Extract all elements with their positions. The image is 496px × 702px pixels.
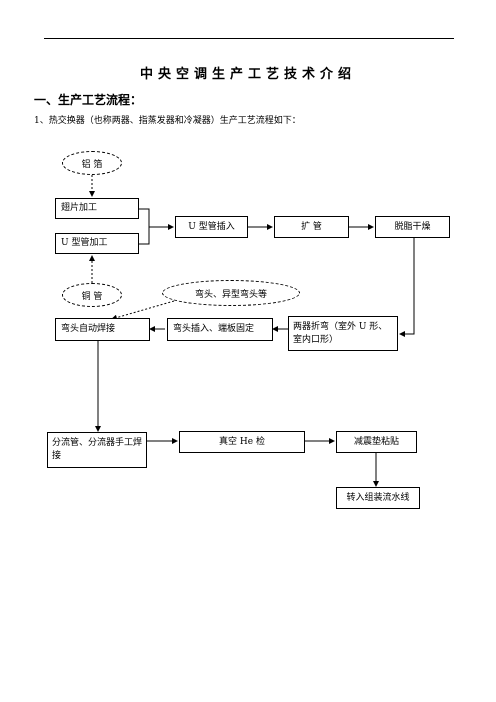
node-elbow-insert: 弯头插入、端板固定 — [167, 318, 273, 341]
page-title: 中央空调生产工艺技术介绍 — [139, 67, 356, 82]
node-auto-weld: 弯头自动焊接 — [55, 318, 150, 341]
node-manual-weld: 分流管、分流器手工焊接 — [47, 432, 147, 468]
node-vacuum-he: 真空 He 检 — [179, 431, 305, 453]
header-rule — [44, 38, 454, 39]
node-copper-tube: 铜 管 — [62, 283, 122, 307]
arrow-elbow-label-to-weld — [111, 300, 175, 321]
node-u-tube-processing: U 型管加工 — [55, 233, 139, 254]
node-expand-tube: 扩 管 — [274, 216, 349, 238]
bracket-fin-utube — [139, 208, 150, 245]
node-degrease-dry: 脱脂干燥 — [375, 216, 450, 238]
node-assembly-line: 转入组装流水线 — [336, 487, 420, 509]
node-fin-processing: 翅片加工 — [55, 198, 139, 219]
section-heading: 一、生产工艺流程： — [34, 93, 143, 107]
node-aluminum-foil: 铝 箔 — [62, 151, 122, 175]
arrow-degrease-to-bend — [399, 238, 415, 337]
node-damper-pad: 减震垫粘贴 — [336, 431, 417, 453]
intro-paragraph: 1、热交换器（也称两器、指蒸发器和冷凝器）生产工艺流程如下： — [34, 116, 301, 126]
node-u-tube-insert: U 型管插入 — [175, 216, 248, 238]
node-bend: 两器折弯（室外 U 形、室内口形） — [288, 316, 398, 351]
node-elbow-label: 弯头、异型弯头等 — [162, 280, 300, 306]
